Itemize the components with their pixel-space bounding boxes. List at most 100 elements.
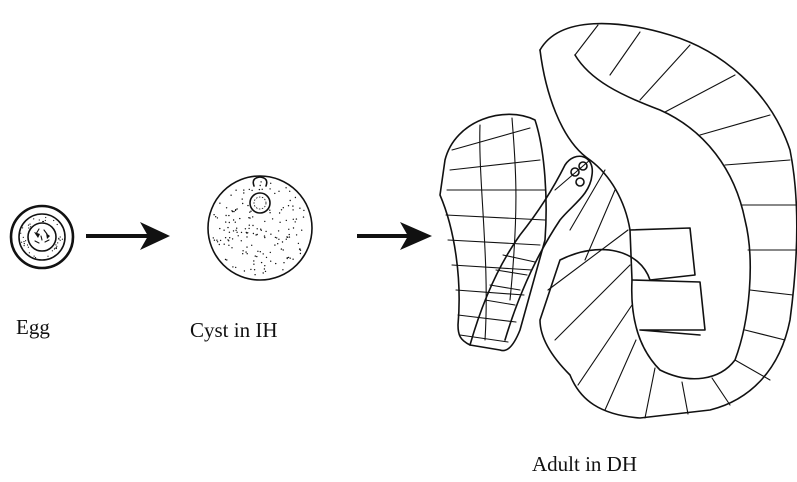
cyst-stipple-dot bbox=[290, 258, 291, 259]
cyst-stipple-dot bbox=[275, 263, 276, 264]
cyst-stipple-dot bbox=[270, 252, 271, 253]
cyst-stipple-dot bbox=[279, 222, 280, 223]
cyst-stipple-dot bbox=[279, 212, 280, 213]
cyst-stipple-dot bbox=[295, 221, 296, 222]
cyst-stipple-dot bbox=[292, 209, 293, 210]
cyst-stipple-dot bbox=[263, 253, 264, 254]
cyst-stipple-dot bbox=[275, 237, 276, 238]
cyst-stipple-dot bbox=[292, 205, 293, 206]
cyst-stipple-dot bbox=[270, 234, 271, 235]
cyst-stipple-dot bbox=[286, 236, 287, 237]
cyst-stipple-dot bbox=[244, 270, 245, 271]
cyst-stipple-dot bbox=[264, 265, 265, 266]
cyst-stipple-dot bbox=[243, 192, 244, 193]
egg-stipple-dot bbox=[35, 257, 36, 258]
cyst-stipple-dot bbox=[266, 257, 267, 258]
cyst-drawing bbox=[208, 176, 312, 280]
cyst-stipple-dot bbox=[239, 218, 240, 219]
egg-stipple-dot bbox=[28, 227, 29, 228]
cyst-stipple-dot bbox=[300, 250, 301, 251]
cyst-stipple-dot bbox=[272, 218, 273, 219]
egg-stipple-dot bbox=[57, 242, 58, 243]
cyst-stipple-dot bbox=[278, 239, 279, 240]
egg-stipple-dot bbox=[20, 233, 21, 234]
cyst-stipple-dot bbox=[261, 262, 262, 263]
egg-stipple-dot bbox=[30, 226, 31, 227]
cyst-stipple-dot bbox=[259, 189, 260, 190]
cyst-stipple-dot bbox=[293, 227, 294, 228]
cyst-stipple-dot bbox=[265, 231, 266, 232]
cyst-stipple-dot bbox=[270, 183, 271, 184]
cyst-stipple-dot bbox=[232, 238, 233, 239]
cyst-stipple-dot bbox=[250, 211, 251, 212]
cyst-label: Cyst in IH bbox=[190, 318, 278, 343]
egg-stipple-dot bbox=[39, 219, 40, 220]
cyst-stipple-dot bbox=[225, 215, 226, 216]
egg-stipple-dot bbox=[52, 250, 53, 251]
cyst-stipple-dot bbox=[213, 214, 214, 215]
cyst-stipple-dot bbox=[241, 232, 242, 233]
cyst-stipple-dot bbox=[296, 234, 297, 235]
egg-stipple-dot bbox=[47, 256, 48, 257]
cyst-stipple-dot bbox=[246, 246, 247, 247]
cyst-stipple-dot bbox=[289, 191, 290, 192]
cyst-stipple-dot bbox=[283, 262, 284, 263]
egg-stipple-dot bbox=[24, 243, 25, 244]
egg-stipple-dot bbox=[45, 217, 46, 218]
cyst-stipple-dot bbox=[301, 230, 302, 231]
egg-stipple-dot bbox=[29, 224, 30, 225]
cyst-stipple-dot bbox=[260, 185, 261, 186]
cyst-stipple-dot bbox=[242, 253, 243, 254]
cyst-stipple-dot bbox=[276, 237, 277, 238]
cyst-stipple-dot bbox=[281, 209, 282, 210]
cyst-stipple-dot bbox=[229, 222, 230, 223]
cyst-stipple-dot bbox=[235, 230, 236, 231]
egg-stipple-dot bbox=[33, 218, 34, 219]
cyst-stipple-dot bbox=[274, 193, 275, 194]
cyst-stipple-dot bbox=[217, 217, 218, 218]
egg-stipple-dot bbox=[58, 238, 59, 239]
cyst-stipple-dot bbox=[226, 207, 227, 208]
cyst-stipple-dot bbox=[292, 259, 293, 260]
cyst-stipple-dot bbox=[277, 243, 278, 244]
cyst-stipple-dot bbox=[219, 244, 220, 245]
cyst-stipple-dot bbox=[282, 269, 283, 270]
cyst-stipple-dot bbox=[217, 241, 218, 242]
cyst-stipple-dot bbox=[224, 244, 225, 245]
cyst-stipple-dot bbox=[228, 215, 229, 216]
cyst-stipple-dot bbox=[247, 253, 248, 254]
cyst-stipple-dot bbox=[246, 236, 247, 237]
cyst-stipple-dot bbox=[249, 212, 250, 213]
cyst-stipple-dot bbox=[252, 216, 253, 217]
cyst-stipple-dot bbox=[256, 256, 257, 257]
cyst-stipple-dot bbox=[288, 229, 289, 230]
cyst-stipple-dot bbox=[288, 205, 289, 206]
cyst-stipple-dot bbox=[228, 245, 229, 246]
cyst-stipple-dot bbox=[230, 195, 231, 196]
cyst-stipple-dot bbox=[295, 197, 296, 198]
cyst-stipple-dot bbox=[236, 228, 237, 229]
cyst-stipple-dot bbox=[255, 234, 256, 235]
cyst-stipple-dot bbox=[261, 230, 262, 231]
egg-stipple-dot bbox=[21, 242, 22, 243]
cyst-stipple-dot bbox=[257, 251, 258, 252]
cyst-stipple-dot bbox=[274, 244, 275, 245]
cyst-stipple-dot bbox=[254, 274, 255, 275]
cyst-stipple-dot bbox=[225, 221, 226, 222]
egg-stipple-dot bbox=[53, 220, 54, 221]
egg-stipple-dot bbox=[24, 245, 25, 246]
cyst-stipple-dot bbox=[264, 221, 265, 222]
cyst-stipple-dot bbox=[278, 191, 279, 192]
cyst-stipple-dot bbox=[253, 233, 254, 234]
cyst-stipple-dot bbox=[303, 210, 304, 211]
cyst-stipple-dot bbox=[245, 228, 246, 229]
cyst-stipple-dot bbox=[233, 211, 234, 212]
cyst-stipple-dot bbox=[235, 222, 236, 223]
egg-stipple-dot bbox=[62, 239, 63, 240]
cyst-stipple-dot bbox=[287, 257, 288, 258]
egg-stipple-dot bbox=[22, 227, 23, 228]
cyst-stipple-dot bbox=[235, 210, 236, 211]
cyst-stipple-dot bbox=[255, 255, 256, 256]
cyst-stipple-dot bbox=[289, 236, 290, 237]
cyst-stipple-dot bbox=[249, 189, 250, 190]
